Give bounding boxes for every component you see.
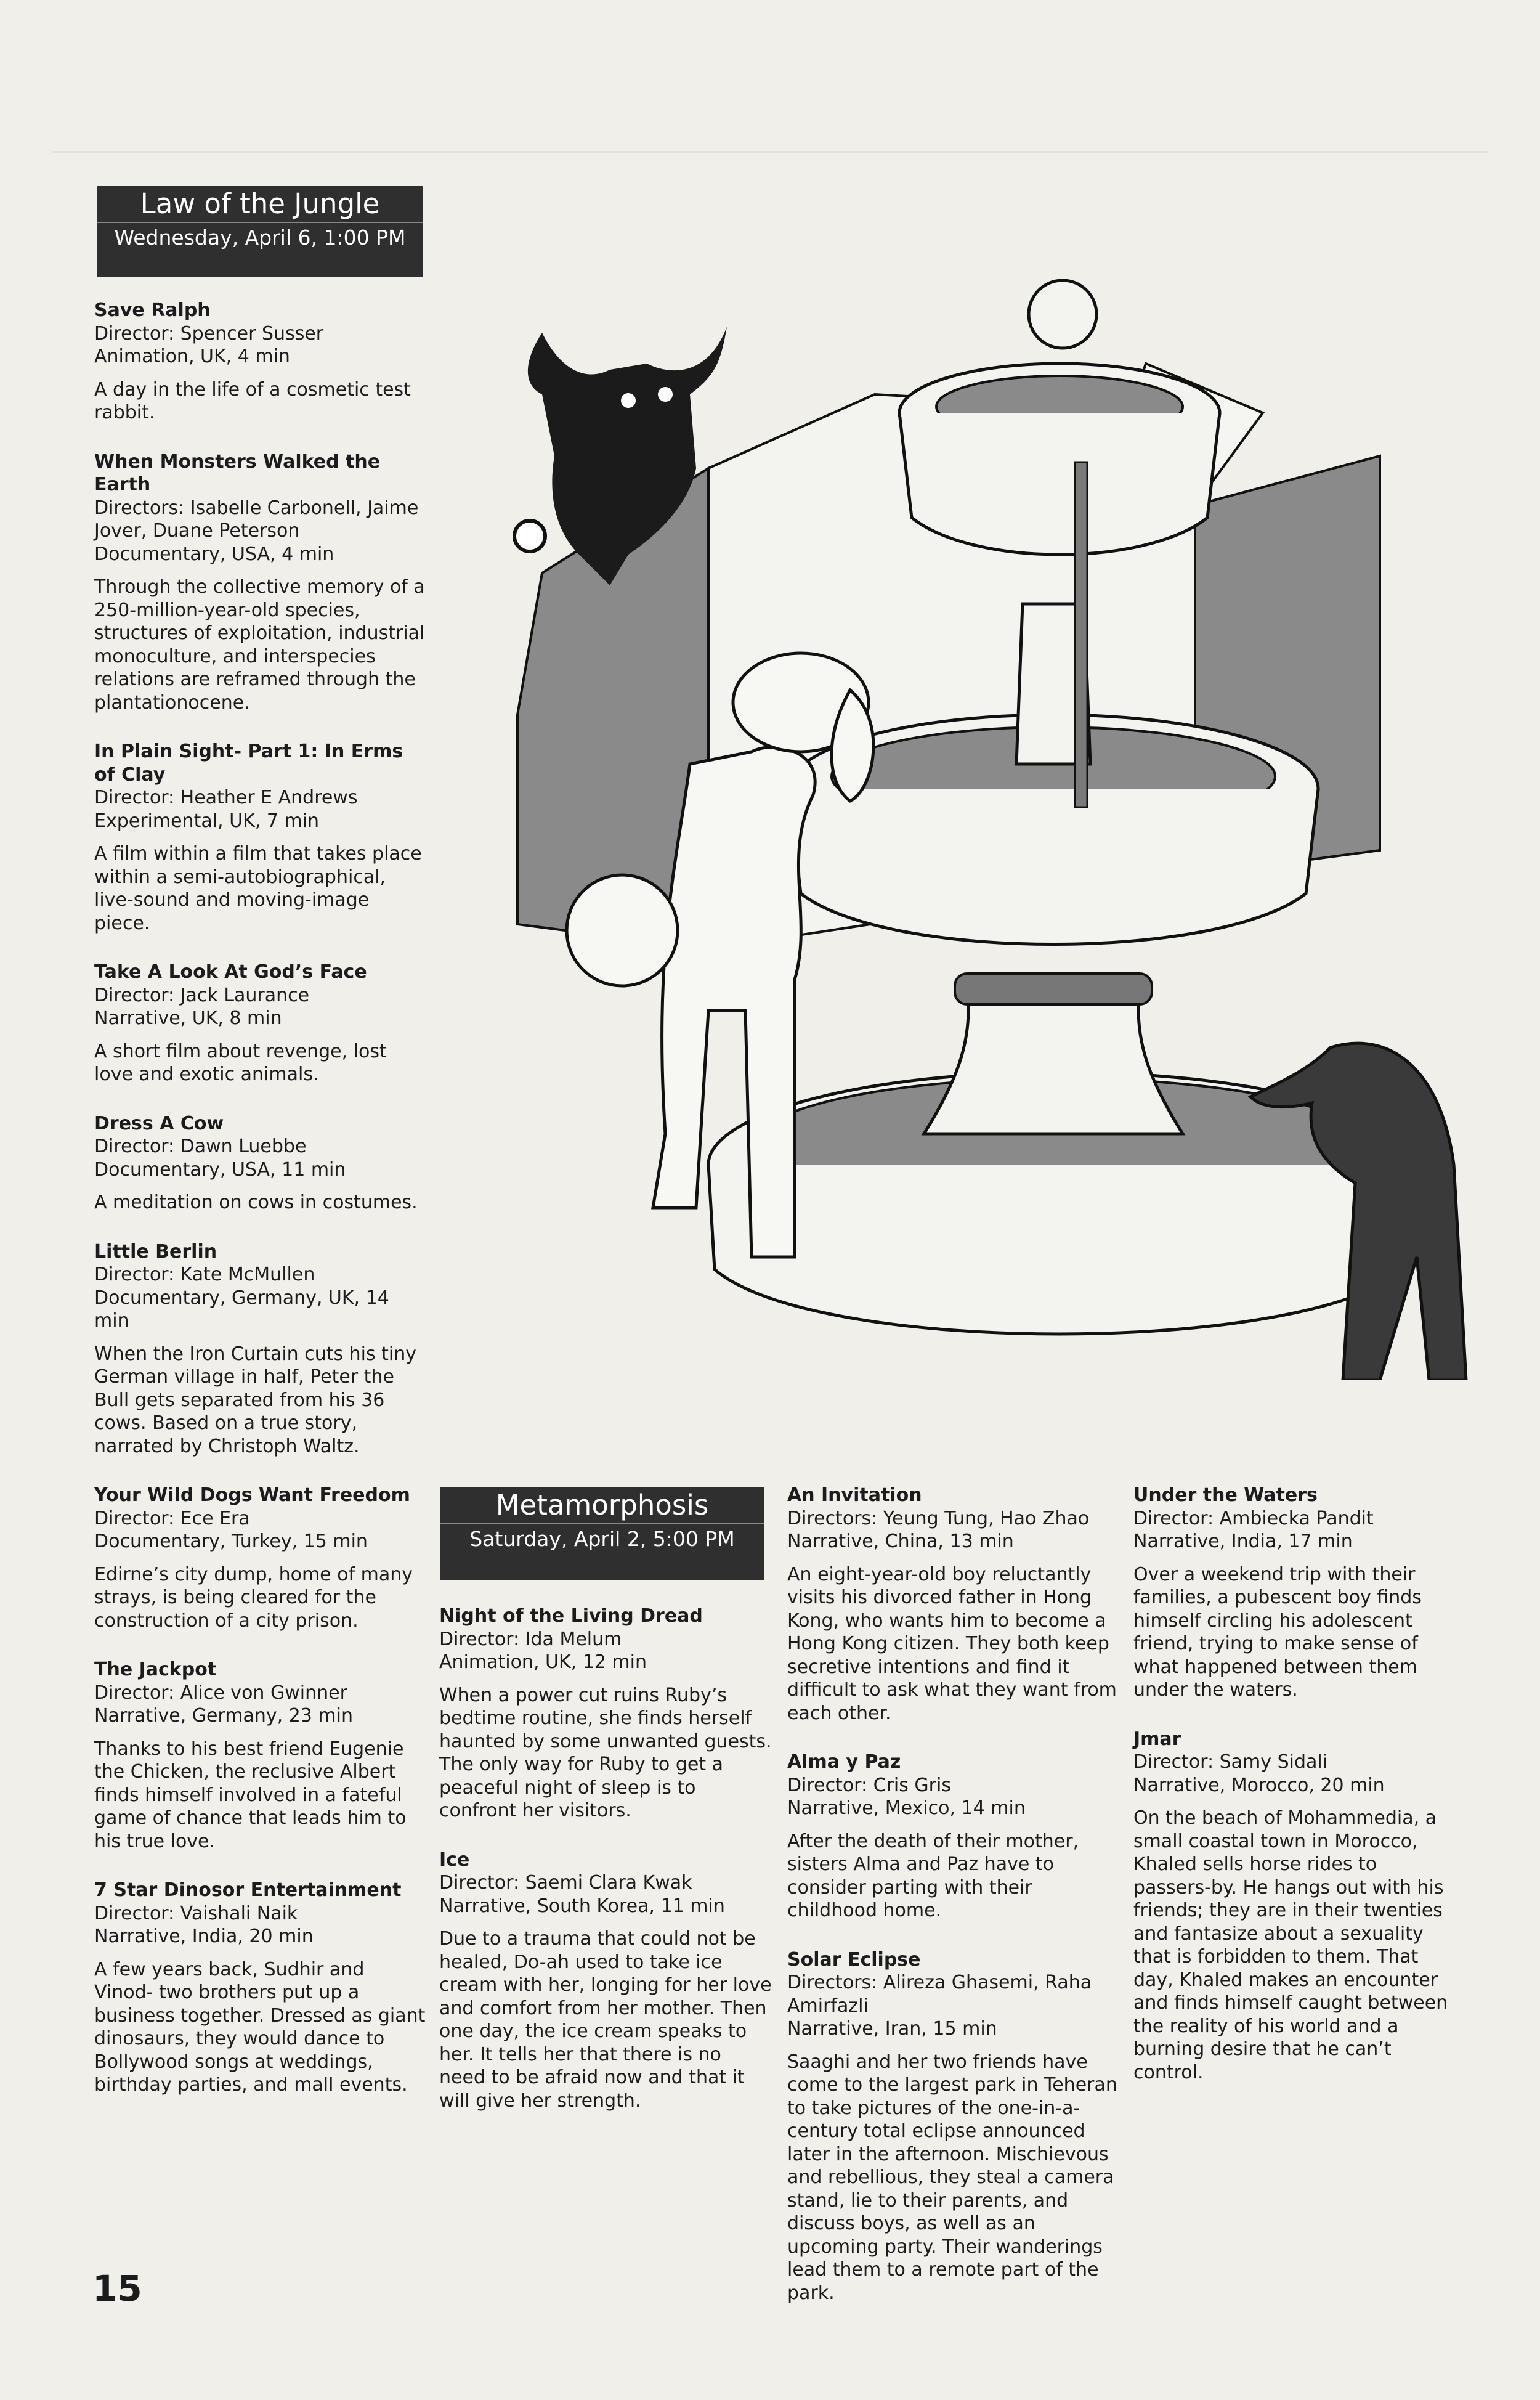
film-entry: Night of the Living Dread Director: Ida … — [439, 1605, 772, 1823]
film-meta: Narrative, Iran, 15 min — [787, 2018, 997, 2040]
film-description: An eight-year-old boy reluctantly visits… — [787, 1563, 1117, 1724]
film-entry: The Jackpot Director: Alice von Gwinner … — [94, 1658, 427, 1853]
bull-illustration — [513, 327, 727, 585]
film-title: The Jackpot — [94, 1659, 217, 1680]
film-title: Save Ralph — [94, 299, 211, 321]
film-title: When Monsters Walked the Earth — [94, 450, 381, 496]
film-credit: Director: Cris Gris — [787, 1774, 951, 1796]
film-description: Due to a trauma that could not be healed… — [439, 1928, 772, 2112]
page-number: 15 — [92, 2268, 142, 2309]
section-header-law-of-the-jungle: Law of the Jungle Wednesday, April 6, 1:… — [97, 186, 423, 277]
film-credit: Director: Saemi Clara Kwak — [439, 1872, 692, 1894]
white-dog-illustration — [565, 651, 875, 1259]
film-title: Night of the Living Dread — [439, 1605, 703, 1627]
film-entry: Jmar Director: Samy Sidali Narrative, Mo… — [1133, 1728, 1454, 2085]
film-entry: Your Wild Dogs Want Freedom Director: Ec… — [94, 1484, 427, 1632]
film-credit: Director: Ece Era — [94, 1507, 250, 1529]
film-description: A day in the life of a cosmetic test rab… — [94, 378, 411, 424]
film-description: When the Iron Curtain cuts his tiny Germ… — [94, 1343, 417, 1457]
film-title: Solar Eclipse — [787, 1948, 921, 1971]
film-meta: Narrative, South Korea, 11 min — [439, 1895, 725, 1917]
film-description: Over a weekend trip with their families,… — [1133, 1563, 1422, 1701]
film-credit: Director: Spencer Susser — [94, 322, 324, 344]
film-entry: When Monsters Walked the Earth Directors… — [94, 450, 427, 715]
film-meta: Animation, UK, 4 min — [94, 346, 290, 367]
film-title: Your Wild Dogs Want Freedom — [94, 1484, 410, 1506]
film-credit: Director: Vaishali Naik — [94, 1902, 298, 1924]
film-entry: Save Ralph Director: Spencer Susser Anim… — [94, 299, 427, 425]
section-title: Metamorphosis — [495, 1489, 709, 1521]
section-header-metamorphosis: Metamorphosis Saturday, April 2, 5:00 PM — [440, 1487, 764, 1580]
film-description: A meditation on cows in costumes. — [94, 1192, 418, 1213]
film-meta: Narrative, India, 17 min — [1133, 1531, 1353, 1552]
film-description: A film within a film that takes place wi… — [94, 843, 422, 934]
film-entry: 7 Star Dinosor Entertainment Director: V… — [94, 1879, 427, 2097]
film-meta: Documentary, USA, 11 min — [94, 1158, 346, 1181]
film-entry: Little Berlin Director: Kate McMullen Do… — [94, 1240, 427, 1458]
film-entry: Under the Waters Director: Ambiecka Pand… — [1133, 1484, 1454, 1702]
film-entry: Dress A Cow Director: Dawn Luebbe Docume… — [94, 1112, 427, 1214]
section-title: Law of the Jungle — [140, 187, 380, 220]
film-description: Saaghi and her two friends have come to … — [787, 2051, 1117, 2304]
film-meta: Experimental, UK, 7 min — [94, 810, 320, 832]
film-meta: Documentary, Germany, UK, 14 min — [94, 1287, 389, 1332]
show-through-background — [52, 151, 1488, 2309]
fountain-illustration — [513, 279, 1468, 1380]
film-description: Through the collective memory of a 250-m… — [94, 576, 425, 714]
film-title: In Plain Sight- Part 1: In Erms of Clay — [94, 741, 403, 786]
film-meta: Narrative, Mexico, 14 min — [787, 1797, 1026, 1819]
film-credit: Director: Dawn Luebbe — [94, 1136, 307, 1157]
column-law-of-the-jungle: Save Ralph Director: Spencer Susser Anim… — [94, 299, 427, 2123]
film-description: When a power cut ruins Ruby’s bedtime ro… — [439, 1684, 772, 1822]
film-title: Take A Look At God’s Face — [94, 961, 367, 983]
film-entry: Solar Eclipse Directors: Alireza Ghasemi… — [787, 1948, 1120, 2305]
film-title: Dress A Cow — [94, 1112, 224, 1134]
film-entry: An Invitation Directors: Yeung Tung, Hao… — [787, 1484, 1120, 1725]
film-meta: Narrative, Germany, 23 min — [94, 1705, 353, 1727]
film-title: An Invitation — [787, 1484, 922, 1506]
film-credit: Director: Ambiecka Pandit — [1133, 1507, 1374, 1529]
film-credit: Director: Ida Melum — [439, 1628, 622, 1650]
film-credit: Directors: Yeung Tung, Hao Zhao — [787, 1507, 1090, 1529]
section-date: Saturday, April 2, 5:00 PM — [440, 1523, 764, 1554]
film-entry: Alma y Paz Director: Cris Gris Narrative… — [787, 1751, 1120, 1922]
column-metamorphosis-1: Night of the Living Dread Director: Ida … — [439, 1605, 772, 2138]
film-meta: Animation, UK, 12 min — [439, 1651, 647, 1673]
film-credit: Director: Alice von Gwinner — [94, 1682, 347, 1704]
film-credit: Director: Jack Laurance — [94, 984, 310, 1006]
film-title: Under the Waters — [1133, 1484, 1318, 1506]
film-credit: Director: Heather E Andrews — [94, 787, 358, 808]
dark-dog-illustration — [1247, 1041, 1468, 1380]
film-title: Jmar — [1133, 1728, 1181, 1750]
film-entry: Ice Director: Saemi Clara Kwak Narrative… — [439, 1849, 772, 2113]
film-meta: Documentary, Turkey, 15 min — [94, 1531, 368, 1552]
film-credit: Director: Kate McMullen — [94, 1264, 315, 1285]
film-description: Thanks to his best friend Eugenie the Ch… — [94, 1738, 407, 1852]
film-meta: Narrative, Morocco, 20 min — [1133, 1774, 1385, 1796]
film-entry: Take A Look At God’s Face Director: Jack… — [94, 961, 427, 1086]
film-meta: Narrative, UK, 8 min — [94, 1007, 282, 1029]
column-metamorphosis-3: Under the Waters Director: Ambiecka Pand… — [1133, 1484, 1454, 2110]
column-metamorphosis-2: An Invitation Directors: Yeung Tung, Hao… — [787, 1484, 1120, 2330]
film-description: On the beach of Mohammedia, a small coas… — [1133, 1807, 1448, 2083]
film-credit: Directors: Alireza Ghasemi, Raha Amirfaz… — [787, 1972, 1092, 2017]
film-title: Ice — [439, 1849, 470, 1871]
film-description: A few years back, Sudhir and Vinod- two … — [94, 1958, 426, 2096]
film-credit: Director: Samy Sidali — [1133, 1751, 1328, 1773]
film-title: 7 Star Dinosor Entertainment — [94, 1879, 402, 1901]
section-date: Wednesday, April 6, 1:00 PM — [97, 222, 423, 253]
film-title: Little Berlin — [94, 1240, 217, 1263]
film-meta: Narrative, India, 20 min — [94, 1926, 314, 1947]
film-meta: Documentary, USA, 4 min — [94, 543, 334, 565]
film-entry: In Plain Sight- Part 1: In Erms of Clay … — [94, 740, 427, 935]
film-title: Alma y Paz — [787, 1751, 901, 1773]
film-description: Edirne’s city dump, home of many strays,… — [94, 1563, 413, 1632]
film-credit: Directors: Isabelle Carbonell, Jaime Jov… — [94, 497, 419, 542]
film-meta: Narrative, China, 13 min — [787, 1531, 1014, 1552]
film-description: A short film about revenge, lost love an… — [94, 1040, 387, 1086]
film-description: After the death of their mother, sisters… — [787, 1830, 1079, 1922]
